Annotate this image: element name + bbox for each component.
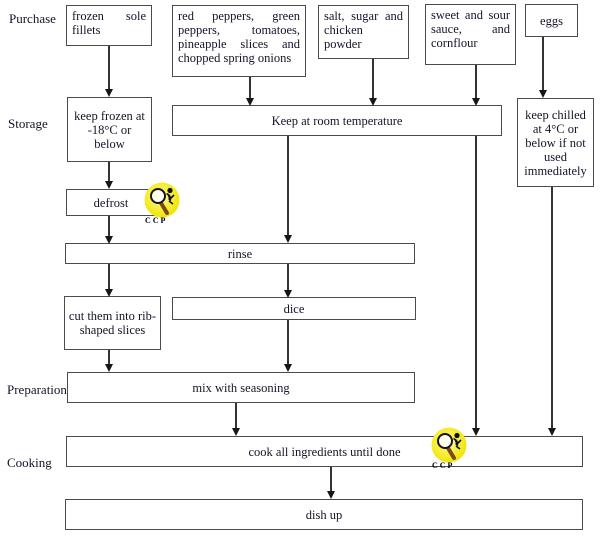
ccp-badge-defrost: CCP — [143, 182, 183, 225]
arrow-sauce-to-room-temp — [472, 65, 480, 106]
node-dish-up: dish up — [65, 499, 583, 530]
node-defrost: defrost — [66, 189, 156, 216]
ccp-label: CCP — [432, 461, 455, 470]
stage-label-cooking: Cooking — [7, 455, 52, 470]
node-dice: dice — [172, 297, 416, 320]
arrow-rinse-to-cut — [105, 264, 113, 297]
arrow-mix-to-cook — [232, 403, 240, 436]
arrow-dice-to-mix — [284, 320, 292, 372]
node-eggs: eggs — [525, 4, 578, 37]
node-keep-frozen: keep frozen at -18°C or below — [67, 97, 152, 162]
stage-label-storage: Storage — [8, 116, 48, 131]
arrow-room-temp-to-rinse — [284, 136, 292, 243]
arrow-cut-to-mix — [105, 350, 113, 372]
arrow-rinse-to-dice — [284, 264, 292, 298]
node-mix-seasoning: mix with seasoning — [67, 372, 415, 403]
stage-label-preparation: Preparation — [7, 382, 67, 397]
arrow-keep-chilled-to-cook — [548, 187, 556, 436]
node-frozen-sole-fillets: frozen sole fillets — [66, 5, 152, 46]
arrow-cook-to-dish-up — [327, 467, 335, 499]
node-seasonings: salt, sugar and chicken powder — [318, 5, 409, 59]
node-cook: cook all ingredients until done — [66, 436, 583, 467]
arrow-fillets-to-keep-frozen — [105, 46, 113, 97]
arrow-eggs-to-keep-chilled — [539, 37, 547, 98]
node-vegetables: red peppers, green peppers, tomatoes, pi… — [172, 5, 306, 77]
node-rinse: rinse — [65, 243, 415, 264]
arrow-seasonings-to-room-temp — [369, 59, 377, 106]
ccp-magnifier-icon — [430, 427, 470, 465]
node-sauce: sweet and sour sauce, and cornflour — [425, 4, 516, 65]
arrow-room-temp-to-cook — [472, 136, 480, 436]
arrow-keep-frozen-to-defrost — [105, 162, 113, 189]
arrow-vegetables-to-room-temp — [246, 77, 254, 106]
node-cut-rib-slices: cut them into rib-shaped slices — [64, 296, 161, 350]
arrow-defrost-to-rinse — [105, 216, 113, 244]
ccp-badge-cooking: CCP — [430, 427, 470, 470]
stage-label-purchase: Purchase — [9, 11, 56, 26]
ccp-label: CCP — [145, 216, 168, 225]
node-keep-chilled: keep chilled at 4°C or below if not used… — [517, 98, 594, 187]
node-room-temperature: Keep at room temperature — [172, 105, 502, 136]
ccp-magnifier-icon — [143, 182, 183, 220]
